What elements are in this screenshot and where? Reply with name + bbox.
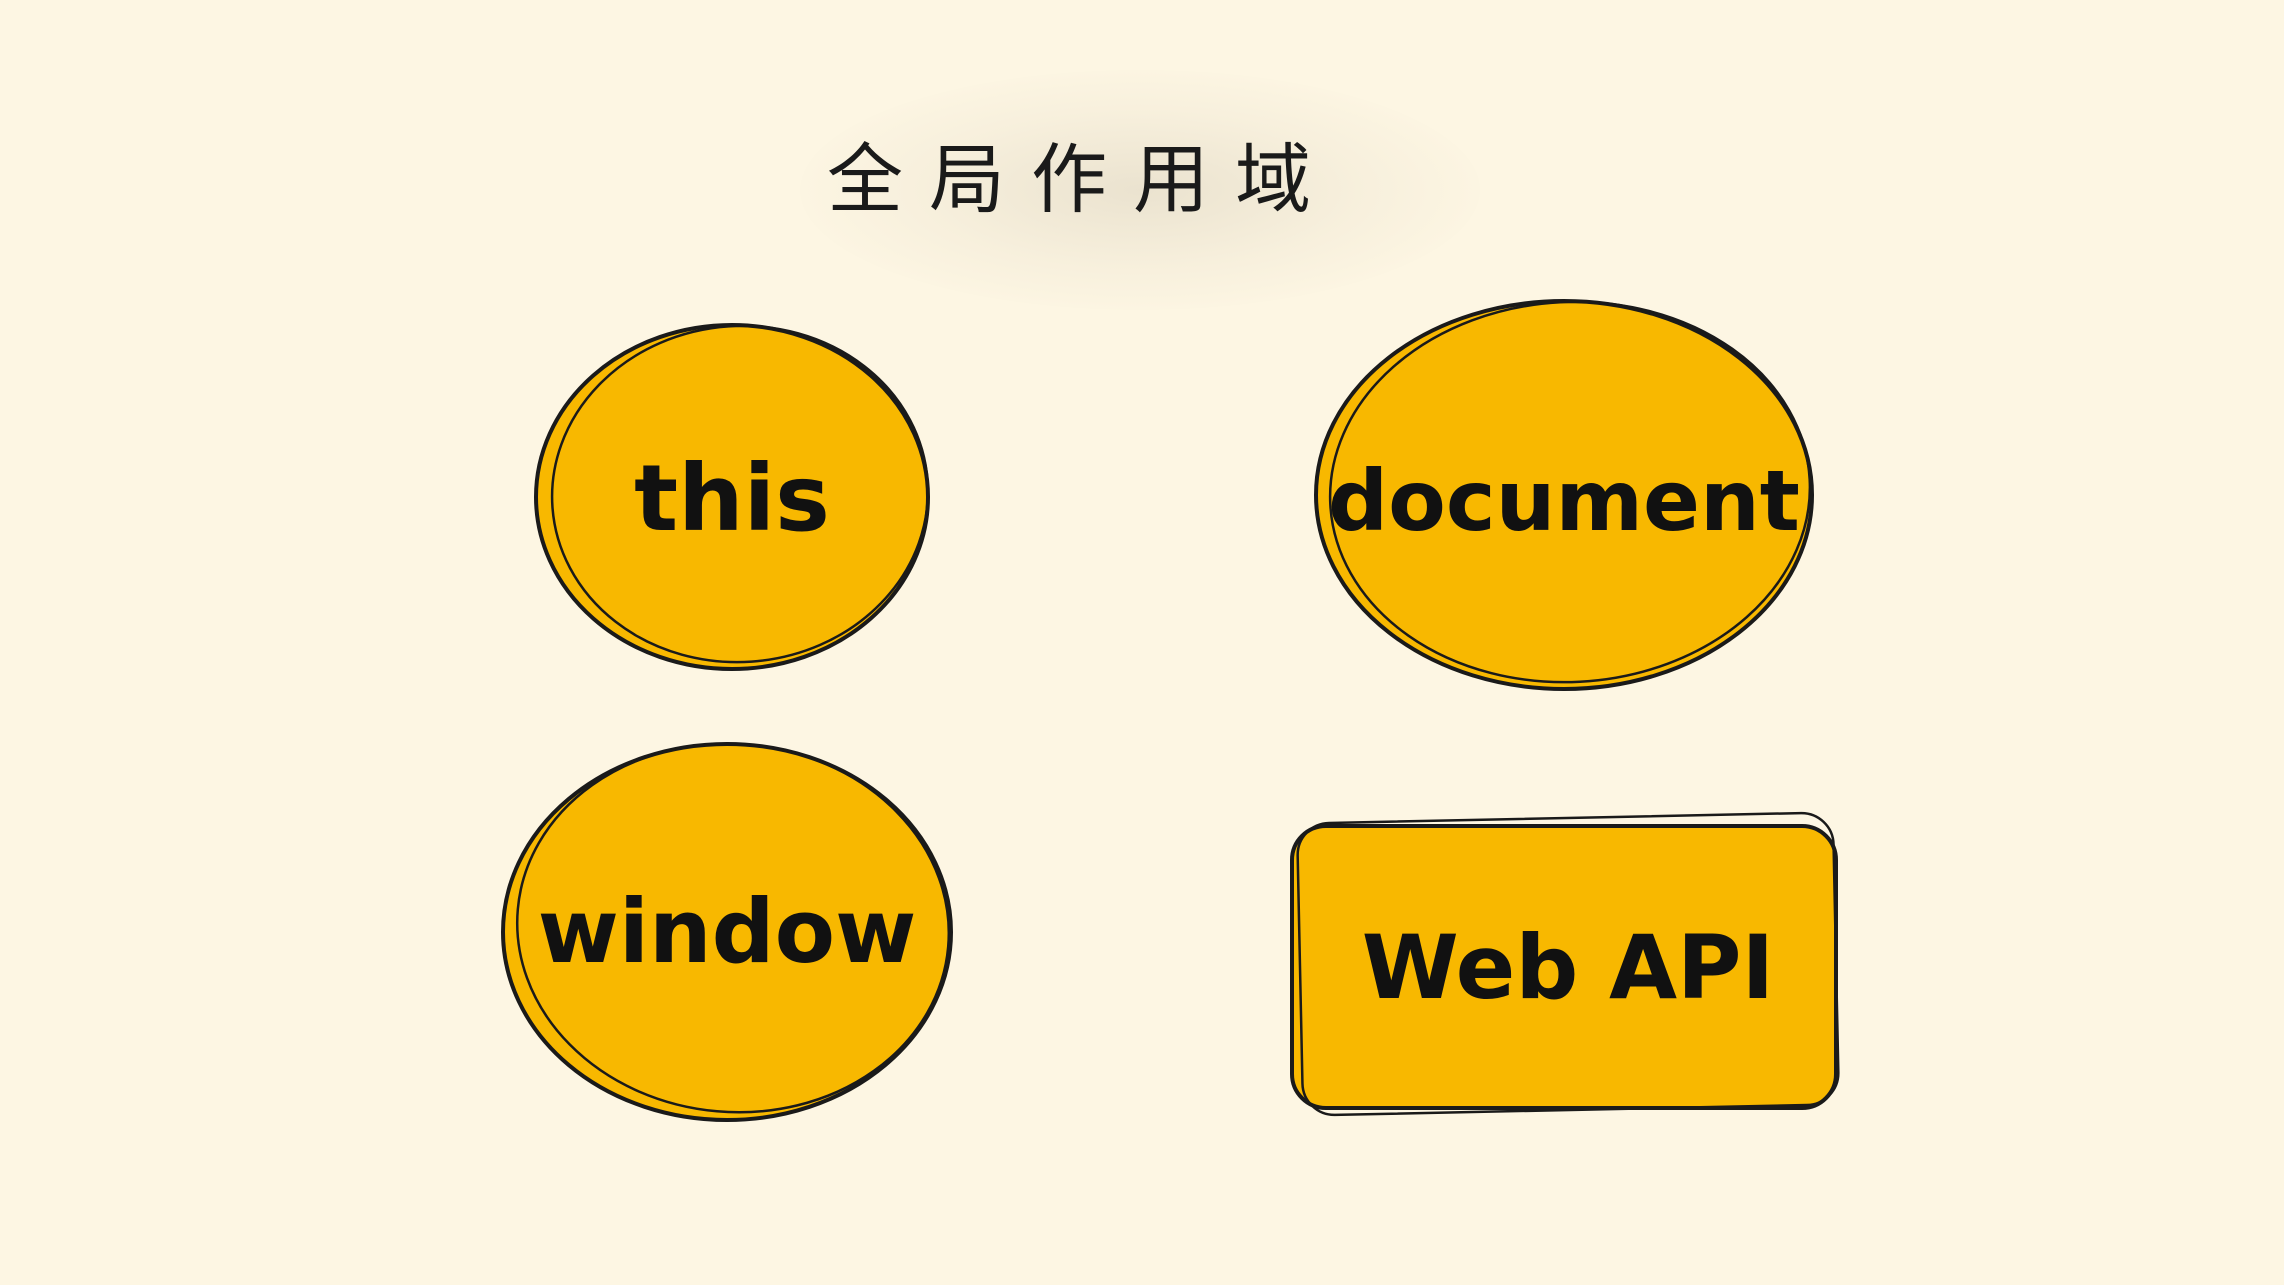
diagram-title: 全局作用域 xyxy=(0,118,2284,228)
node-this-fill xyxy=(536,325,928,669)
diagram-title-text: 全局作用域 xyxy=(827,135,1337,224)
node-document: document xyxy=(1314,299,1814,691)
node-web-api-sketch-line xyxy=(1296,811,1840,1117)
node-window-sketch-line xyxy=(515,742,951,1114)
node-window-label: window xyxy=(538,880,917,983)
node-this-sketch-line xyxy=(550,324,930,664)
node-web-api-label: Web API xyxy=(1362,916,1775,1019)
node-window-fill xyxy=(503,744,951,1120)
node-web-api-fill xyxy=(1292,826,1836,1108)
node-document-fill xyxy=(1316,301,1812,689)
node-web-api: Web API xyxy=(1290,811,1840,1117)
node-this: this xyxy=(534,323,930,671)
node-document-sketch-line xyxy=(1328,300,1812,684)
node-document-label: document xyxy=(1328,452,1800,550)
node-window: window xyxy=(501,742,953,1122)
node-this-label: this xyxy=(634,445,830,552)
title-shadow xyxy=(800,70,1480,310)
